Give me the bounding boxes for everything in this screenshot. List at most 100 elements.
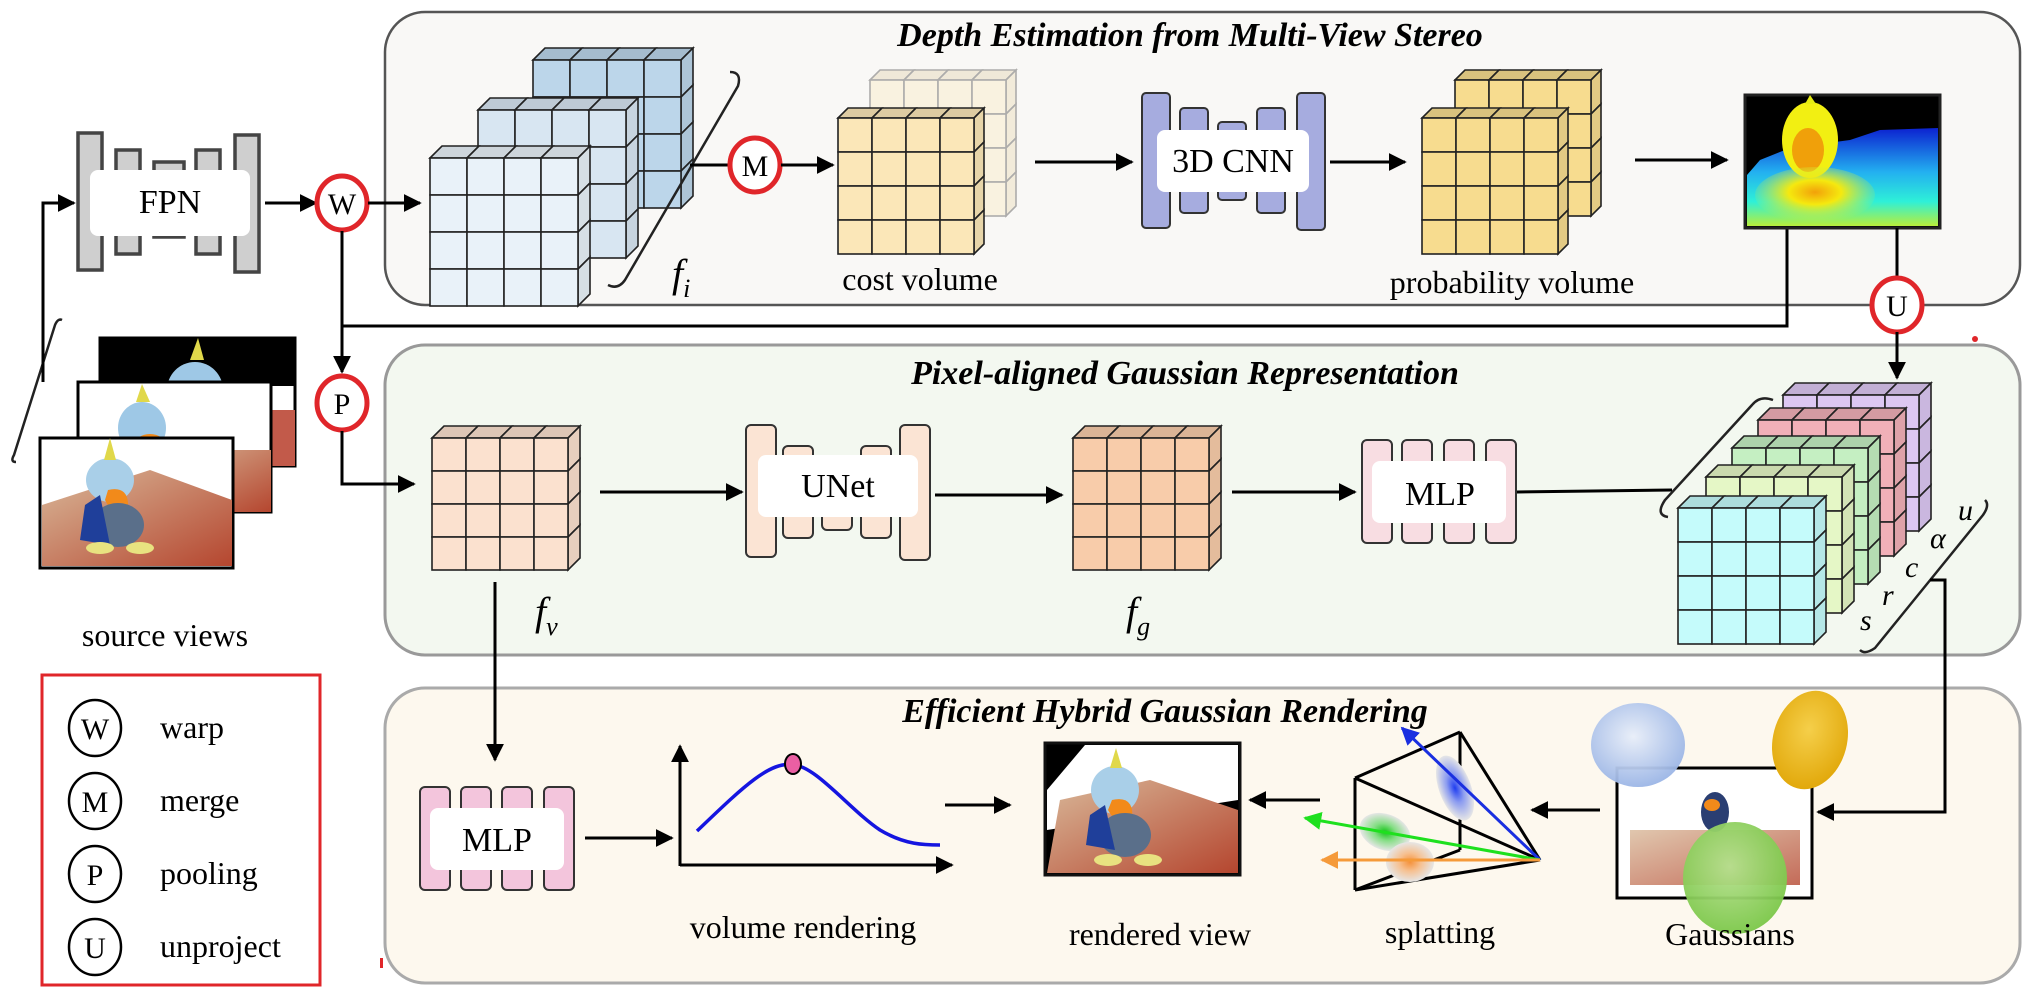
gaussians-to-render-connector bbox=[1816, 578, 1947, 821]
cube-cell bbox=[1174, 523, 1222, 572]
mlp-gaussian-label: MLP bbox=[1405, 476, 1475, 513]
cube-cell bbox=[568, 47, 621, 98]
rendering-panel-title: Efficient Hybrid Gaussian Rendering bbox=[901, 693, 1428, 730]
cube-cell bbox=[1421, 219, 1457, 255]
stray-red-mark bbox=[380, 958, 383, 968]
mlp-render-label: MLP bbox=[462, 822, 532, 859]
source-views-bracket bbox=[11, 318, 63, 464]
fg-feature-cube bbox=[1071, 424, 1223, 572]
cube-cell bbox=[465, 470, 501, 505]
gaussian-ball-blue bbox=[1591, 703, 1685, 787]
merge-operator: M bbox=[727, 135, 783, 195]
legend-symbol: U bbox=[84, 932, 106, 965]
cube-cell bbox=[1106, 503, 1142, 538]
gaussian-panel-title: Pixel-aligned Gaussian Representation bbox=[910, 355, 1459, 392]
cube-cell bbox=[870, 107, 918, 153]
legend-label: merge bbox=[160, 782, 239, 818]
prob-volume-front bbox=[1420, 106, 1570, 256]
legend-symbol-circle bbox=[67, 698, 123, 758]
cube-cell bbox=[939, 208, 985, 256]
stray-red-dot bbox=[1972, 336, 1978, 342]
cube-cell bbox=[531, 47, 584, 98]
cube-cell bbox=[1711, 575, 1747, 611]
cube-cell bbox=[1140, 470, 1176, 505]
cube-cell bbox=[1522, 106, 1570, 154]
cube-cell bbox=[429, 268, 468, 307]
cube-cell bbox=[1778, 494, 1828, 544]
cube-cell bbox=[1745, 609, 1781, 645]
fi-feature-stack bbox=[428, 46, 695, 308]
cnn3d-label: 3D CNN bbox=[1172, 143, 1294, 180]
cube-cell bbox=[1745, 575, 1781, 611]
cube-cell bbox=[588, 207, 639, 260]
cube-cell bbox=[970, 68, 1018, 116]
splatting-frustum bbox=[1303, 726, 1542, 892]
attr-s: s bbox=[1860, 604, 1872, 637]
cube-cell bbox=[499, 503, 535, 538]
gaussian-ball-green bbox=[1683, 822, 1787, 934]
legend-symbol: M bbox=[82, 786, 109, 819]
cube-cell bbox=[871, 185, 907, 221]
cube-cell bbox=[503, 231, 542, 270]
views-to-fpn-connector bbox=[41, 194, 76, 382]
splat-orange bbox=[1386, 842, 1434, 882]
cube-cell bbox=[1421, 151, 1457, 187]
cube-cell bbox=[1711, 541, 1747, 577]
cube-cell bbox=[1489, 219, 1525, 255]
cube-cell bbox=[1105, 425, 1155, 472]
cube-cell bbox=[1455, 151, 1491, 187]
cube-cell bbox=[837, 219, 873, 255]
ray-blue bbox=[1400, 726, 1542, 862]
legend-symbol: P bbox=[87, 859, 104, 892]
cube-cell bbox=[1523, 208, 1569, 256]
legend-label: pooling bbox=[160, 855, 258, 891]
cube-cell bbox=[499, 536, 535, 571]
cnn3d-block: 3D CNN bbox=[1141, 92, 1326, 231]
cube-cell bbox=[1173, 424, 1223, 473]
cube-cell bbox=[905, 185, 941, 221]
source-views: source views bbox=[11, 318, 297, 653]
cube-cell bbox=[502, 145, 555, 196]
cube-cell bbox=[533, 523, 581, 572]
fpn-label: FPN bbox=[139, 184, 201, 221]
cube-cell bbox=[1711, 609, 1747, 645]
cube-cell bbox=[466, 268, 505, 307]
source-views-label: source views bbox=[82, 617, 248, 653]
cube-cell bbox=[1072, 503, 1108, 538]
warp-operator: W bbox=[314, 173, 370, 233]
mlp-to-gaussians-line bbox=[1516, 488, 1673, 494]
unet-block: UNet bbox=[745, 424, 931, 561]
fi-bracket bbox=[607, 70, 741, 288]
probability-volume bbox=[1420, 68, 1603, 256]
legend-symbol-circle bbox=[67, 917, 123, 977]
warp-symbol: W bbox=[328, 188, 357, 221]
cube-cell bbox=[466, 194, 505, 233]
gaussian-stack-bracket-right bbox=[1859, 499, 1989, 654]
cube-cell bbox=[431, 503, 467, 538]
mlp-gaussian-block: MLP bbox=[1361, 439, 1517, 544]
gaussian-ball-yellow bbox=[1771, 690, 1849, 790]
cost-volume-label: cost volume bbox=[842, 261, 998, 297]
cube-cell bbox=[588, 170, 639, 223]
ray-green bbox=[1303, 811, 1541, 862]
cube-cell bbox=[1174, 490, 1222, 539]
cube-cell bbox=[533, 457, 581, 506]
cost-volume bbox=[836, 68, 1018, 256]
volume-rendering-label: volume rendering bbox=[690, 909, 917, 945]
depth-feedback-line bbox=[342, 228, 1789, 328]
cube-cell bbox=[1677, 541, 1713, 577]
cube-cell bbox=[1106, 536, 1142, 571]
cube-cell bbox=[1072, 536, 1108, 571]
pool-to-fv-arrow bbox=[340, 431, 416, 493]
cube-cell bbox=[587, 96, 640, 149]
rendered-view-label: rendered view bbox=[1069, 916, 1251, 952]
cube-cell bbox=[1489, 151, 1525, 187]
merge-symbol: M bbox=[742, 150, 769, 183]
cube-cell bbox=[1523, 174, 1569, 222]
cube-cell bbox=[429, 194, 468, 233]
cube-cell bbox=[939, 140, 985, 188]
